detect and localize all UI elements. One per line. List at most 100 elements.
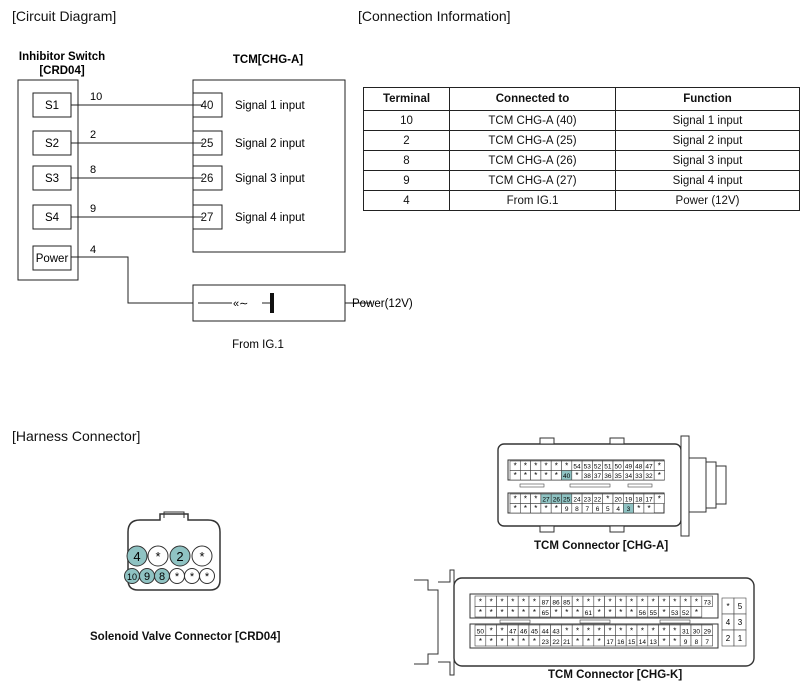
terminal-label: * [641,627,644,636]
terminal-label: * [652,627,655,636]
terminal-label: 37 [594,473,602,480]
terminal-label: 14 [639,639,647,646]
terminal-label: * [514,462,517,471]
terminal-label: 50 [477,629,485,636]
table-cell: 8 [363,150,450,171]
terminal-label: * [544,462,547,471]
chg-k-key [579,619,611,624]
table-header-row: Terminal Connected to Function [363,87,800,111]
tcm-pin-label: Signal 2 input [235,138,305,150]
terminal-label: 49 [625,464,633,471]
terminal-label: * [490,608,493,617]
tcm-title: TCM[CHG-A] [233,54,303,66]
terminal-label: * [630,627,633,636]
table-header: Terminal [363,87,450,111]
terminal-label: 47 [509,629,517,636]
terminal-label: * [490,637,493,646]
chg-k-cable-boot [414,579,439,665]
terminal-label: 9 [565,506,569,513]
inhibitor-switch-box [17,79,79,281]
terminal-label: * [500,608,503,617]
solenoid-pin [126,545,148,567]
terminal-label: * [587,627,590,636]
terminal-label: 25 [563,497,571,504]
chg-a-tab [609,437,625,445]
solenoid-pin-label: 2 [176,549,183,564]
terminal-label: * [555,462,558,471]
terminal-label: * [673,627,676,636]
terminal-label: 21 [563,639,571,646]
terminal-label: * [555,504,558,513]
solenoid-pin-label: * [155,549,160,564]
solenoid-pin-label: * [205,571,210,583]
chg-k-key [499,619,531,624]
solenoid-latch [163,511,185,518]
terminal-cell [690,606,703,618]
terminal-label: 53 [671,610,679,617]
terminal-label: 9 [684,639,688,646]
terminal-label: 20 [615,497,623,504]
tcm-pin-label: Signal 4 input [235,212,305,224]
terminal-label: 40 [563,473,571,480]
tcm-pin-number: 25 [201,138,214,150]
table-cell: From IG.1 [449,190,616,211]
table-cell: TCM CHG-A (26) [449,150,616,171]
table-cell: 10 [363,110,450,131]
terminal-label: * [673,637,676,646]
terminal-label: 51 [604,464,612,471]
terminal-label: * [575,471,578,480]
terminal-label: 53 [584,464,592,471]
terminal-label: * [695,608,698,617]
terminal-label: * [524,462,527,471]
terminal-label: * [514,504,517,513]
terminal-label: 52 [594,464,602,471]
terminal-label: * [555,471,558,480]
terminal-label: 17 [645,497,653,504]
terminal-label: 56 [639,610,647,617]
tcm-pin-label: Signal 1 input [235,100,305,112]
terminal-label: 26 [553,497,561,504]
terminal-label: 52 [682,610,690,617]
terminal-label: 30 [693,629,701,636]
terminal-label: 5 [606,506,610,513]
terminal-label: 85 [563,600,571,607]
wire-number: 8 [90,164,96,176]
terminal-label: 65 [542,610,550,617]
terminal-label: 3 [627,506,631,513]
switch-pin-label: S1 [45,100,59,112]
terminal-label: 4 [616,506,620,513]
chg-a-cable-boot [689,457,727,513]
terminal-label: * [598,637,601,646]
table-header: Connected to [449,87,616,111]
terminal-label: * [522,637,525,646]
chg-k-lower-block [469,623,719,649]
terminal-label: * [533,608,536,617]
tcm-pin-box [193,165,223,191]
wire-number: 9 [90,203,96,215]
terminal-label: 31 [682,629,690,636]
terminal-label: * [587,598,590,607]
tcm-pin-number: 26 [201,173,214,185]
terminal-label: 50 [615,464,623,471]
chg-a-connector-caption: TCM Connector [CHG-A] [534,540,669,552]
chg-a-flange [680,435,690,537]
terminal-label: * [534,471,537,480]
terminal-label: * [598,627,601,636]
solenoid-pin-label: * [199,549,204,564]
solenoid-pin [169,545,191,567]
terminal-label: * [490,598,493,607]
table-cell: Signal 4 input [615,170,800,191]
terminal-label: 27 [542,497,550,504]
terminal-label: * [500,637,503,646]
switch-pin-box [32,245,72,271]
chg-k-connector-caption: TCM Connector [CHG-K] [548,669,683,681]
terminal-label: 3 [738,618,743,627]
terminal-label: 2 [726,634,731,643]
connection-info-heading: [Connection Information] [358,8,511,24]
terminal-label: 1 [738,634,743,643]
